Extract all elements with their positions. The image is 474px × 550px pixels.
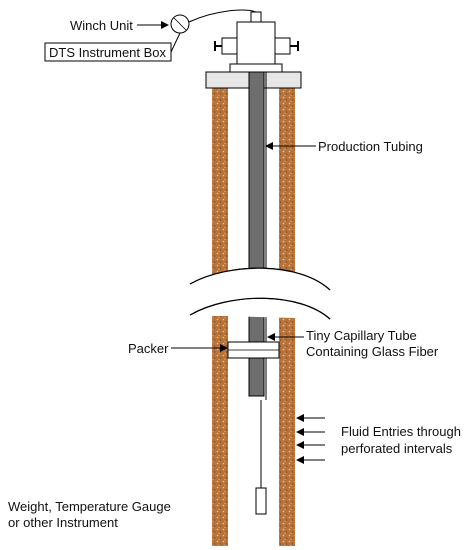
winch-unit-label: Winch Unit: [70, 18, 133, 33]
casing-right-upper: [279, 88, 295, 283]
wellhead-wing-right: [274, 37, 291, 55]
fiber-cable-winch: [188, 9, 257, 23]
fluid-entries-label-2: perforated intervals: [341, 441, 453, 456]
casing-right-lower: [279, 316, 295, 546]
capillary-label-1: Tiny Capillary Tube: [306, 328, 417, 343]
packer-label: Packer: [128, 341, 169, 356]
downhole-instrument: [255, 487, 267, 515]
dts-connector: [170, 32, 181, 53]
production-tubing-upper: [248, 71, 265, 284]
fluid-entries-label-1: Fluid Entries through: [341, 424, 461, 439]
casing-left-upper: [212, 88, 228, 283]
weight-label-2: or other Instrument: [8, 515, 118, 530]
casing-left-lower: [212, 316, 228, 546]
wellhead-wing-left: [221, 37, 238, 55]
weight-label-1: Weight, Temperature Gauge: [8, 499, 171, 514]
capillary-label-2: Containing Glass Fiber: [306, 344, 439, 359]
production-tubing-label: Production Tubing: [318, 139, 423, 154]
dts-box-label: DTS Instrument Box: [49, 45, 167, 60]
